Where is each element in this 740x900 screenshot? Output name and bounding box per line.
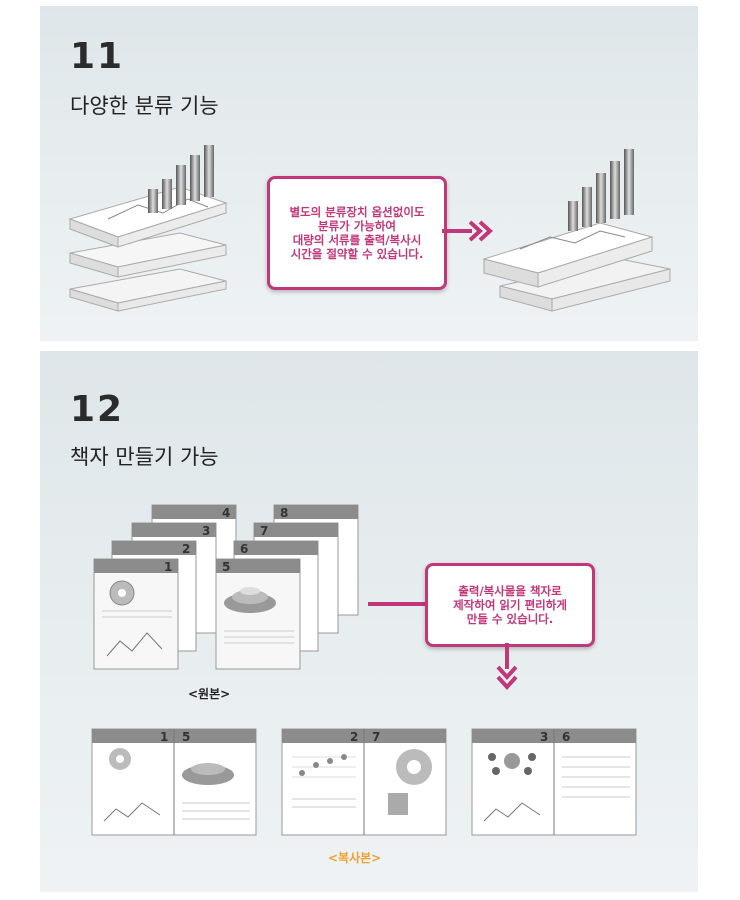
sorting-callout: 별도의 분류장치 옵션없이도 분류가 가능하여 대량의 서류를 출력/복사시 시… (267, 176, 447, 290)
page-number: 7 (372, 730, 380, 744)
callout-line: 출력/복사물을 책자로 (458, 584, 562, 598)
arrow-down-icon (496, 643, 518, 690)
connector-line (368, 602, 428, 606)
arrow-right-icon (442, 220, 493, 242)
page-number: 7 (260, 524, 268, 538)
callout-line: 별도의 분류장치 옵션없이도 (289, 205, 425, 219)
paper-layer-bottom (69, 268, 227, 312)
section-12-panel: 12 책자 만들기 가능 4 3 2 1 (40, 351, 698, 892)
page-number: 6 (562, 730, 570, 744)
copy-caption: <복사본> (328, 851, 382, 865)
document-stack-left (68, 145, 228, 312)
booklet-1: 1 5 (91, 728, 257, 836)
original-pages-1-4: 4 3 2 1 (93, 504, 237, 670)
callout-line: 시간을 절약할 수 있습니다. (290, 247, 424, 261)
sorted-set-top (482, 222, 654, 288)
page-number: 1 (160, 730, 168, 744)
sorted-set-bottom (499, 258, 671, 312)
section-title: 책자 만들기 가능 (70, 445, 219, 469)
callout-line: 만들 수 있습니다. (466, 612, 554, 626)
document-stack-right (482, 149, 671, 312)
original-pages-5-8: 8 7 6 5 (215, 504, 359, 670)
page-5: 5 (215, 558, 301, 670)
booklet-callout: 출력/복사물을 책자로 제작하여 읽기 편리하게 만들 수 있습니다. (425, 563, 595, 647)
page-number: 5 (222, 560, 230, 574)
page-number: 5 (182, 730, 190, 744)
original-caption: <원본> (188, 687, 231, 701)
section-11-panel: 11 다양한 분류 기능 (40, 6, 698, 341)
page-number: 2 (182, 542, 190, 556)
section-number: 12 (70, 389, 125, 430)
callout-line: 분류가 가능하여 (317, 219, 397, 233)
booklet-2: 2 7 (281, 728, 447, 836)
page-number: 1 (164, 560, 172, 574)
callout-line: 대량의 서류를 출력/복사시 (292, 233, 422, 247)
page-number: 3 (202, 524, 210, 538)
page-number: 2 (350, 730, 358, 744)
booklet-3: 3 6 (471, 728, 637, 836)
callout-line: 제작하여 읽기 편리하게 (453, 598, 567, 612)
paper-layer-middle (69, 232, 227, 278)
page-number: 4 (222, 506, 230, 520)
page-1: 1 (93, 558, 179, 670)
section-title: 다양한 분류 기능 (70, 94, 219, 118)
bar-chart-graphic (568, 149, 634, 231)
page-number: 8 (280, 506, 288, 520)
section-number: 11 (70, 36, 125, 77)
page-number: 6 (240, 542, 248, 556)
page-number: 3 (540, 730, 548, 744)
bar-chart-graphic (148, 145, 214, 213)
